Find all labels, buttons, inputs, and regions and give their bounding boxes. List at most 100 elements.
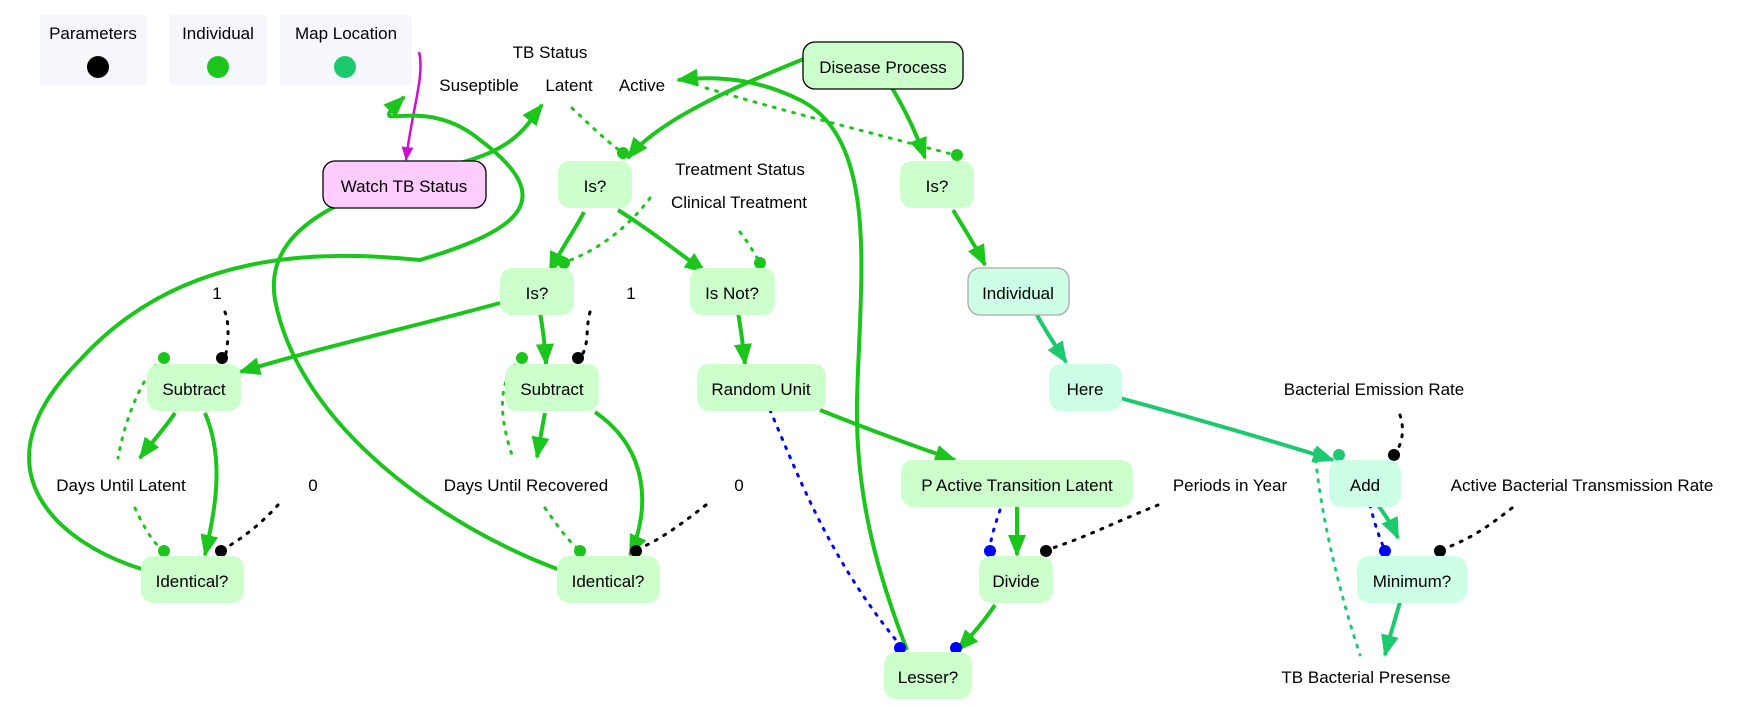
node-is-1-box[interactable] (558, 161, 632, 208)
dot-subtract2-left (516, 352, 528, 364)
node-p-active-transition-latent[interactable]: P Active Transition Latent (901, 460, 1133, 507)
dot-identical2-right (630, 545, 642, 557)
legend-dot-map-location (334, 56, 356, 78)
node-is-3-box[interactable] (500, 268, 574, 315)
legend-label-map-location: Map Location (295, 24, 397, 43)
node-add[interactable]: Add (1329, 460, 1401, 507)
dotted-clinical-to-isnot (738, 230, 762, 264)
node-subtract-1-box[interactable] (147, 364, 241, 411)
node-is-1[interactable]: Is? (558, 161, 632, 208)
label-days-until-recovered: Days Until Recovered (444, 476, 608, 495)
edge-is3-to-subtract2 (535, 311, 554, 366)
edge-is1-to-is3 (548, 211, 586, 274)
dot-lesser-left (894, 642, 906, 654)
node-is-3-label: Is? (526, 284, 549, 303)
node-divide[interactable]: Divide (979, 556, 1053, 603)
legend-label-individual: Individual (182, 24, 254, 43)
edge-disease-to-is2 (890, 86, 927, 160)
dotted-presense-to-add (1313, 448, 1362, 657)
node-add-box[interactable] (1329, 460, 1401, 507)
node-watch-tb-status[interactable]: Watch TB Status (322, 160, 487, 209)
label-days-until-latent: Days Until Latent (56, 476, 186, 495)
dotted-pactive-to-divide (988, 508, 1002, 552)
dotted-periods-to-divide (1044, 503, 1160, 552)
node-identical-2-box[interactable] (557, 556, 660, 603)
node-individual-label: Individual (982, 284, 1054, 303)
node-disease-process[interactable]: Disease Process (802, 41, 964, 90)
dotted-one-to-subtract1 (223, 310, 230, 360)
dot-divide-left (984, 545, 996, 557)
node-individual[interactable]: Individual (967, 267, 1070, 316)
node-is-3[interactable]: Is? (500, 268, 574, 315)
edge-is2-to-individual (951, 208, 987, 267)
node-p-active-box[interactable] (901, 460, 1133, 507)
node-lesser-label: Lesser? (898, 668, 958, 687)
dot-divide-right (1040, 545, 1052, 557)
dot-is3-in (558, 257, 570, 269)
dot-lesser-right (950, 642, 962, 654)
dot-identical1-left (158, 545, 170, 557)
node-watch-tb-status-box[interactable] (322, 160, 487, 209)
legend-item-individual: Individual (169, 15, 267, 85)
node-is-2-box[interactable] (900, 161, 974, 208)
node-subtract-2-box[interactable] (505, 364, 599, 411)
edge-identical1-to-suseptible (27, 95, 525, 572)
legend-box-individual (169, 15, 267, 85)
node-divide-box[interactable] (979, 556, 1053, 603)
edge-minimum-to-presense (1381, 601, 1402, 657)
node-random-unit-box[interactable] (697, 364, 826, 411)
free-labels: Treatment Status Clinical Treatment 1 1 … (56, 160, 1713, 687)
edge-add-to-minimum (1376, 503, 1400, 540)
node-identical-1-box[interactable] (141, 556, 244, 603)
dot-add-right (1388, 449, 1400, 461)
node-is-2[interactable]: Is? (900, 161, 974, 208)
label-one-a: 1 (212, 284, 221, 303)
node-random-unit-label: Random Unit (711, 380, 810, 399)
dot-minimum-left (1379, 545, 1391, 557)
node-subtract-1[interactable]: Subtract (147, 364, 241, 411)
node-here-box[interactable] (1049, 364, 1122, 411)
dot-minimum-right (1434, 545, 1446, 557)
edge-subtract2-to-identical2 (593, 410, 647, 557)
dotted-active-to-is2 (704, 86, 957, 157)
node-p-active-label: P Active Transition Latent (921, 476, 1113, 495)
dotted-latent-to-is1 (570, 106, 625, 155)
node-random-unit[interactable]: Random Unit (697, 364, 826, 411)
dot-subtract1-left (158, 352, 170, 364)
edge-is1-to-isnot (616, 208, 707, 274)
node-identical-1[interactable]: Identical? (141, 556, 244, 603)
node-disease-process-box[interactable] (802, 41, 964, 90)
node-lesser-box[interactable] (884, 652, 972, 699)
node-identical-2[interactable]: Identical? (557, 556, 660, 603)
dot-identical1-right (215, 545, 227, 557)
dotted-treatment-to-is3 (563, 196, 652, 264)
node-is-not-box[interactable] (690, 268, 775, 315)
node-disease-process-label: Disease Process (819, 58, 947, 77)
label-clinical-treatment: Clinical Treatment (671, 193, 807, 212)
node-is-not[interactable]: Is Not? (690, 268, 775, 315)
tb-status-title: TB Status (513, 43, 588, 62)
dotted-emission-to-add (1392, 413, 1404, 457)
node-minimum-box[interactable] (1357, 556, 1467, 603)
dot-identical2-left (574, 545, 586, 557)
node-subtract-2[interactable]: Subtract (505, 364, 599, 411)
legend-item-map-location: Map Location (280, 15, 412, 85)
dotted-links (116, 86, 1514, 657)
node-divide-label: Divide (992, 572, 1039, 591)
dot-subtract1-right (216, 352, 228, 364)
node-here[interactable]: Here (1049, 364, 1122, 411)
node-minimum[interactable]: Minimum? (1357, 556, 1467, 603)
dot-subtract2-right (572, 352, 584, 364)
node-subtract-1-label: Subtract (162, 380, 226, 399)
edge-subtract2-to-daysuntilrecovered (531, 412, 550, 459)
label-periods-in-year: Periods in Year (1173, 476, 1288, 495)
dot-is1-in (617, 147, 629, 159)
edge-isnot-to-random (733, 311, 752, 366)
dotted-one-to-subtract2 (578, 310, 592, 360)
node-lesser[interactable]: Lesser? (884, 652, 972, 699)
legend-box-parameters (40, 15, 147, 85)
label-bacterial-emission-rate: Bacterial Emission Rate (1284, 380, 1464, 399)
node-individual-box[interactable] (967, 267, 1070, 316)
node-is-not-label: Is Not? (705, 284, 759, 303)
label-active-bacterial-transmission-rate: Active Bacterial Transmission Rate (1451, 476, 1714, 495)
